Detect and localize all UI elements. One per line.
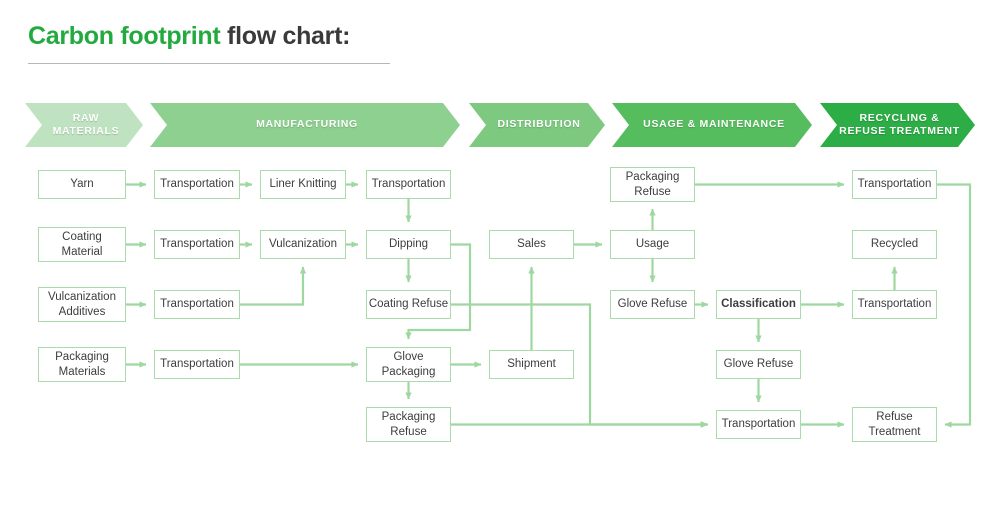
flow-node-coating-material[interactable]: Coating Material [38,227,126,262]
flow-node-sales[interactable]: Sales [489,230,574,259]
flow-node-pack-refuse-u[interactable]: Packaging Refuse [610,167,695,202]
flow-node-coating-refuse[interactable]: Coating Refuse [366,290,451,319]
flow-node-trans-r4[interactable]: Transportation [154,350,240,379]
flow-node-trans-r3[interactable]: Transportation [154,290,240,319]
flow-node-trans-rec1[interactable]: Transportation [852,170,937,199]
flow-node-trans-r2[interactable]: Transportation [154,230,240,259]
page-title: Carbon footprint flow chart: [28,22,428,51]
page-title-accent: Carbon footprint [28,22,221,50]
flow-node-dipping[interactable]: Dipping [366,230,451,259]
flow-node-glove-packaging[interactable]: Glove Packaging [366,347,451,382]
title-divider [28,63,390,64]
wire-transport-refusetreatment [937,183,972,428]
flow-node-classification[interactable]: Classification [716,290,801,319]
flow-node-trans-r1b[interactable]: Transportation [366,170,451,199]
stage-banner-item-3[interactable]: USAGE & MAINTENANCE [612,103,812,147]
wire-transport-vulcanization-elbow [240,266,307,306]
stage-banner-item-4[interactable]: RECYCLING &REFUSE TREATMENT [820,103,975,147]
flow-node-liner-knitting[interactable]: Liner Knitting [260,170,346,199]
flow-node-trans-rec2[interactable]: Transportation [852,290,937,319]
title-block: Carbon footprint flow chart: [28,22,428,64]
flow-node-shipment[interactable]: Shipment [489,350,574,379]
flow-node-recycled[interactable]: Recycled [852,230,937,259]
flow-node-usage[interactable]: Usage [610,230,695,259]
page-title-plain: flow chart: [227,22,351,50]
flow-node-pack-materials[interactable]: Packaging Materials [38,347,126,382]
flow-node-yarn[interactable]: Yarn [38,170,126,199]
flow-node-trans-r1[interactable]: Transportation [154,170,240,199]
flow-node-glove-refuse-u[interactable]: Glove Refuse [610,290,695,319]
stage-banner-item-1[interactable]: MANUFACTURING [150,103,460,147]
flow-node-glove-refuse-c[interactable]: Glove Refuse [716,350,801,379]
flow-node-pack-refuse-m[interactable]: Packaging Refuse [366,407,451,442]
flow-node-vulcanization[interactable]: Vulcanization [260,230,346,259]
wire-dipping-glovepackaging [405,243,472,340]
stage-banner-item-2[interactable]: DISTRIBUTION [469,103,605,147]
flow-node-vulc-additives[interactable]: Vulcanization Additives [38,287,126,322]
flow-node-refuse-treat[interactable]: Refuse Treatment [852,407,937,442]
flow-node-trans-bottom[interactable]: Transportation [716,410,801,439]
